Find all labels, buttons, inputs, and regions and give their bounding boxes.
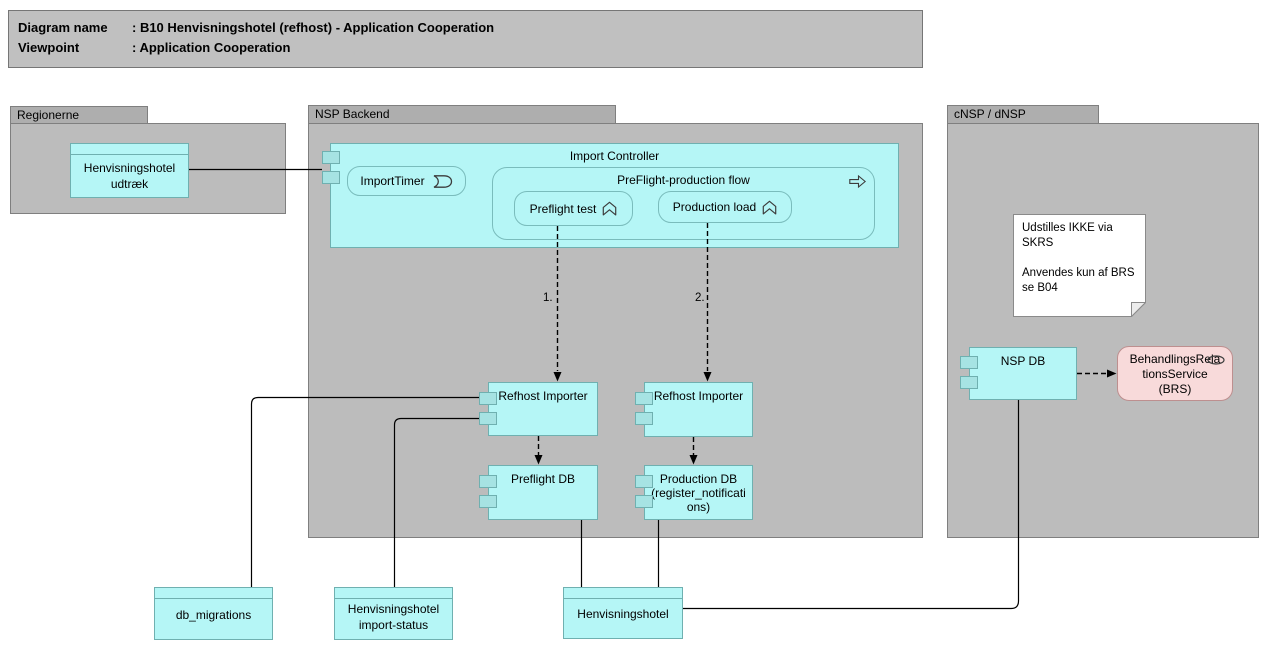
element-refhost-importer-1[interactable]: Refhost Importer [488,382,598,436]
element-label: Henvisningshotel import-status [347,602,440,632]
flow-step-label-1: 1. [543,292,553,304]
component-port [635,412,653,425]
group-tab-regionerne: Regionerne [10,106,148,124]
element-refhost-importer-2[interactable]: Refhost Importer [644,382,753,437]
process-arrow-icon [849,175,866,188]
component-port [322,171,340,184]
component-port [479,495,497,508]
group-tab-nsp-backend: NSP Backend [308,105,616,124]
title-row-diagram-name: Diagram name : B10 Henvisningshotel (ref… [18,18,913,38]
note-shape [1013,214,1146,317]
element-label: Preflight DB [510,472,576,486]
element-label: BehandlingsRelationsService (BRS) [1129,352,1221,396]
title-value: : Application Cooperation [132,40,291,55]
group-label: Regionerne [17,108,80,122]
title-label: Diagram name [18,20,108,35]
component-port [635,475,653,488]
function-icon [602,201,617,216]
element-label: Import Controller [569,149,660,163]
element-label: Production DB (register_notifications) [651,472,746,514]
element-label: NSP DB [1000,354,1046,368]
artifact-strip [335,588,452,599]
folded-corner-icon [1131,302,1146,317]
element-label: Refhost Importer [653,389,744,403]
component-port [960,376,978,389]
element-preflight-test[interactable]: Preflight test [514,191,633,226]
flow-step-label-2: 2. [695,292,705,304]
element-preflight-db[interactable]: Preflight DB [488,465,598,520]
element-label: ImportTimer [360,174,425,188]
element-henvisningshotel-import-status[interactable]: Henvisningshotel import-status [334,587,453,640]
service-oval-icon [1207,355,1225,365]
note[interactable]: Udstilles IKKE via SKRS Anvendes kun af … [1013,214,1146,317]
component-port [635,392,653,405]
title-value: : B10 Henvisningshotel (refhost) - Appli… [132,20,495,35]
component-port [479,475,497,488]
function-icon [762,200,777,215]
title-label: Viewpoint [18,40,80,55]
event-icon [431,174,453,188]
artifact-strip [71,144,188,155]
element-production-db[interactable]: Production DB (register_notifications) [644,465,753,520]
component-port [960,356,978,369]
component-port [322,151,340,164]
element-import-timer[interactable]: ImportTimer [347,166,466,196]
group-tab-cnsp-dnsp: cNSP / dNSP [947,105,1099,124]
group-label: NSP Backend [315,107,390,121]
diagram-title-box: Diagram name : B10 Henvisningshotel (ref… [8,10,923,68]
group-label: cNSP / dNSP [954,107,1026,121]
component-port [479,392,497,405]
element-henvisningshotel[interactable]: Henvisningshotel [563,587,683,639]
element-brs[interactable]: BehandlingsRelationsService (BRS) [1117,346,1233,401]
element-label: Henvisningshotel [577,607,669,621]
component-port [635,495,653,508]
group-cnsp-dnsp[interactable] [947,123,1259,538]
element-label: Preflight test [529,201,597,216]
note-text: Udstilles IKKE via SKRS Anvendes kun af … [1022,222,1135,294]
element-nsp-db[interactable]: NSP DB [969,347,1077,400]
element-label: Refhost Importer [498,389,588,403]
element-henvisningshotel-udtraek[interactable]: Henvisningshotel udtræk [70,143,189,198]
title-row-viewpoint: Viewpoint : Application Cooperation [18,38,913,58]
component-port [479,412,497,425]
element-label: Henvisningshotel udtræk [83,161,176,191]
element-db-migrations[interactable]: db_migrations [154,587,273,640]
element-label: db_migrations [175,608,252,622]
element-label: PreFlight-production flow [617,173,750,187]
artifact-strip [155,588,272,599]
element-production-load[interactable]: Production load [658,191,792,223]
artifact-strip [564,588,682,599]
element-label: Production load [672,200,757,214]
